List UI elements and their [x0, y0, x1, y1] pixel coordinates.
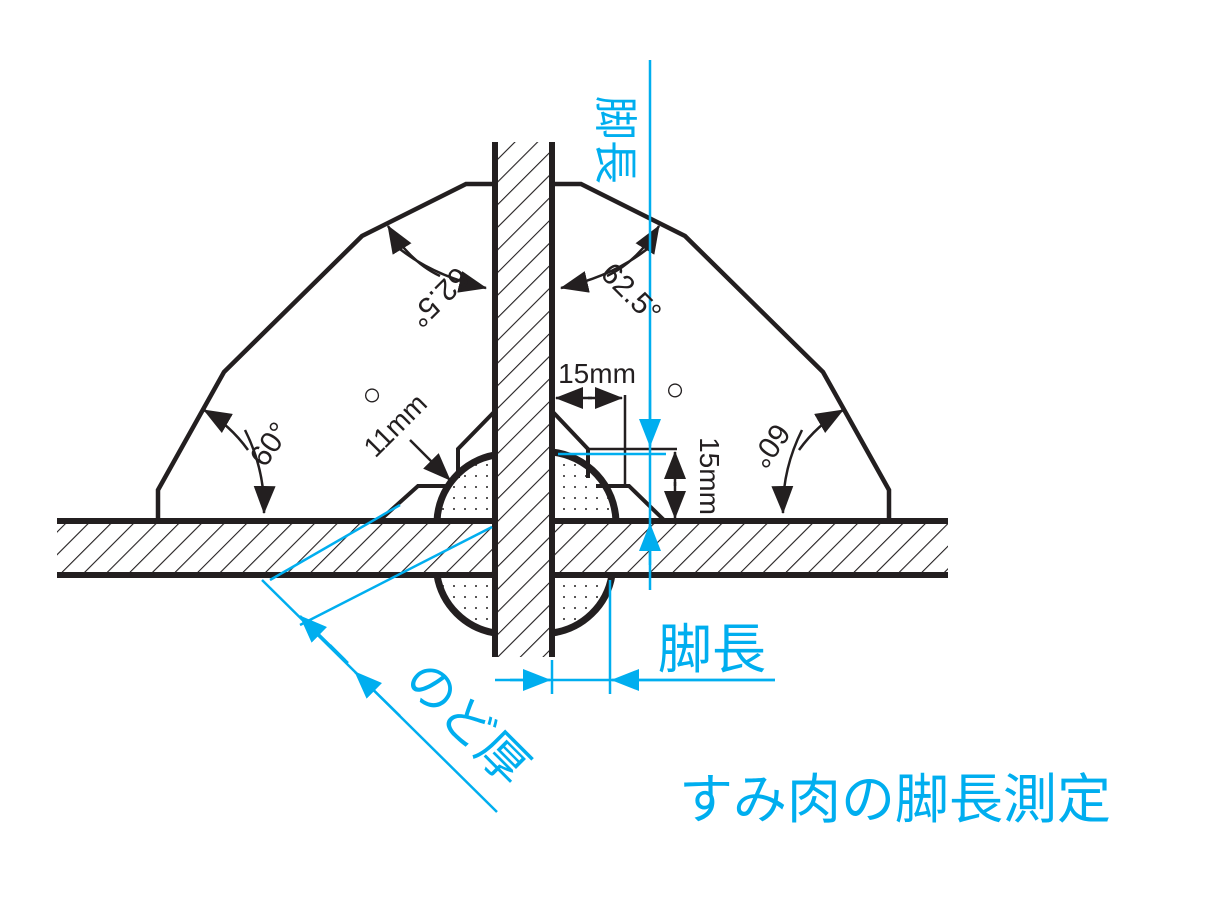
- angle-arcs: [203, 225, 844, 519]
- leg-length-horizontal-label: 脚長: [658, 618, 766, 681]
- leg-length-vertical-label: 脚長: [589, 96, 640, 184]
- ok-mark-left: ○: [362, 376, 381, 412]
- base-plate: [57, 518, 948, 578]
- angle-label-upper-right: 62.5°: [594, 257, 667, 330]
- ok-mark-right: ○: [665, 371, 684, 407]
- vertical-plate: [492, 142, 555, 657]
- angle-label-lower-left: 60°: [244, 417, 297, 473]
- dim-15mm-vertical-label: 15mm: [694, 437, 725, 515]
- dim-15mm-horizontal-label: 15mm: [558, 358, 636, 389]
- diagram-title: すみ肉の脚長測定: [679, 768, 1111, 831]
- dimension-lines: [261, 60, 775, 813]
- throat-thickness-label: のど厚: [393, 649, 540, 796]
